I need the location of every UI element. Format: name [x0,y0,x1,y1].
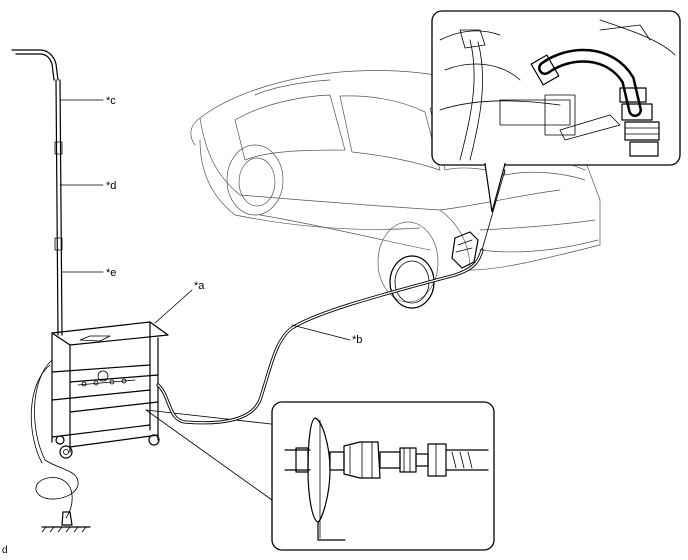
extension-wand [11,49,63,336]
label-e: *e [106,267,117,279]
label-d: *d [106,180,117,192]
figure-id: d [2,545,8,556]
label-a: *a [194,280,205,292]
label-c: *c [106,95,116,107]
label-b: *b [352,334,363,346]
filler-connector [451,169,506,269]
detail-callout-bottom [271,401,495,551]
detail-callout-top [431,10,681,213]
hose [156,248,484,425]
label-leaders [59,99,351,341]
service-cart [51,321,281,501]
ground-cable [30,359,91,533]
